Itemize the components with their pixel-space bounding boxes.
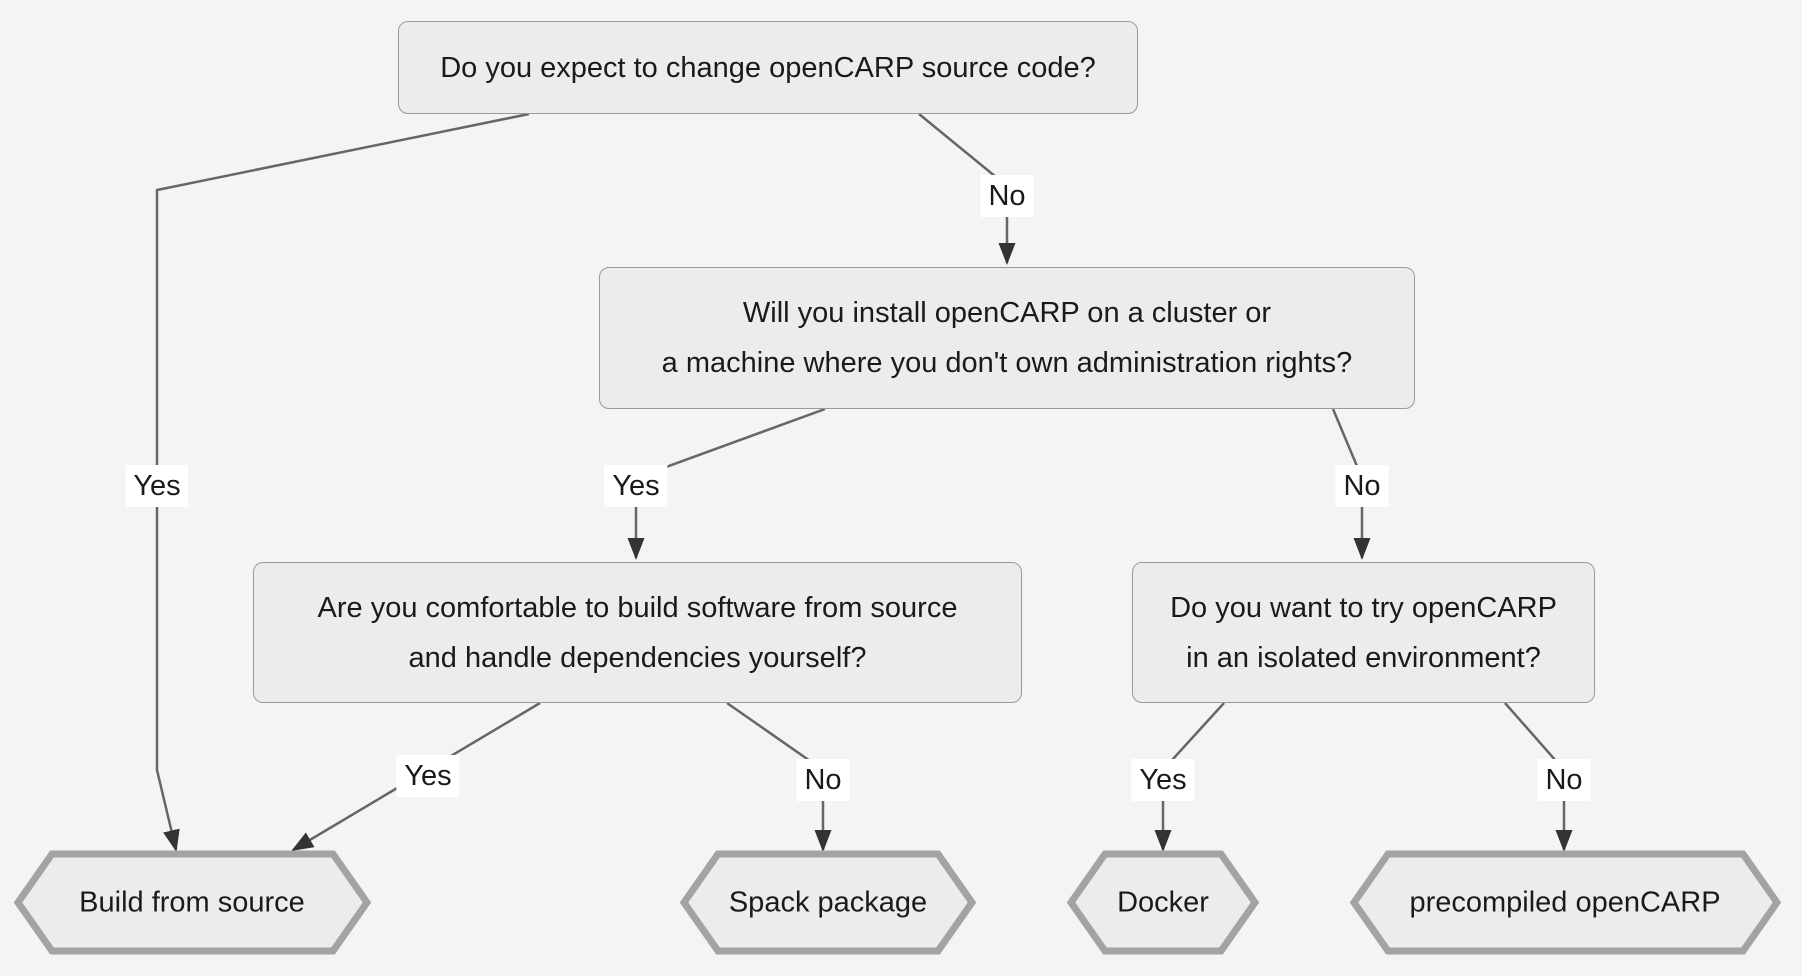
node-text-line: in an isolated environment? bbox=[1186, 641, 1541, 674]
edge-label-change-source-yes: Yes bbox=[125, 465, 189, 507]
node-isolated-question: Do you want to try openCARP in an isolat… bbox=[1132, 562, 1595, 703]
hexagon-precompiled-opencarp bbox=[1349, 850, 1782, 955]
node-text-line: a machine where you don't own administra… bbox=[661, 347, 1353, 379]
hexagon-docker bbox=[1066, 850, 1260, 955]
edge-label-cluster-yes: Yes bbox=[604, 465, 668, 507]
hexagon-build-from-source bbox=[13, 850, 372, 955]
node-build-comfort-question: Are you comfortable to build software fr… bbox=[253, 562, 1022, 703]
edge-change-source-yes-to-build bbox=[155, 112, 530, 852]
edge-label-build-comfort-no: No bbox=[796, 759, 850, 801]
hexagon-spack-package bbox=[679, 850, 977, 955]
node-change-source-question: Do you expect to change openCARP source … bbox=[398, 21, 1138, 114]
edge-label-isolated-no: No bbox=[1537, 759, 1591, 801]
edge-label-cluster-no: No bbox=[1335, 465, 1389, 507]
result-label-precompiled-opencarp: precompiled openCARP bbox=[1409, 886, 1721, 919]
node-text-line: and handle dependencies yourself? bbox=[408, 641, 867, 674]
edge-label-isolated-yes: Yes bbox=[1131, 759, 1195, 801]
node-text-line: Do you expect to change openCARP source … bbox=[440, 51, 1096, 84]
node-text-line: Will you install openCARP on a cluster o… bbox=[742, 297, 1272, 329]
result-label-docker: Docker bbox=[1117, 886, 1209, 919]
result-label-spack-package: Spack package bbox=[728, 886, 928, 919]
node-text-line: Are you comfortable to build software fr… bbox=[317, 591, 958, 624]
node-cluster-question: Will you install openCARP on a cluster o… bbox=[599, 267, 1415, 409]
edge-label-build-comfort-yes: Yes bbox=[396, 755, 460, 797]
edge-label-change-source-no: No bbox=[980, 175, 1034, 217]
node-text-line: Do you want to try openCARP bbox=[1170, 591, 1557, 624]
result-label-build-from-source: Build from source bbox=[79, 886, 305, 919]
